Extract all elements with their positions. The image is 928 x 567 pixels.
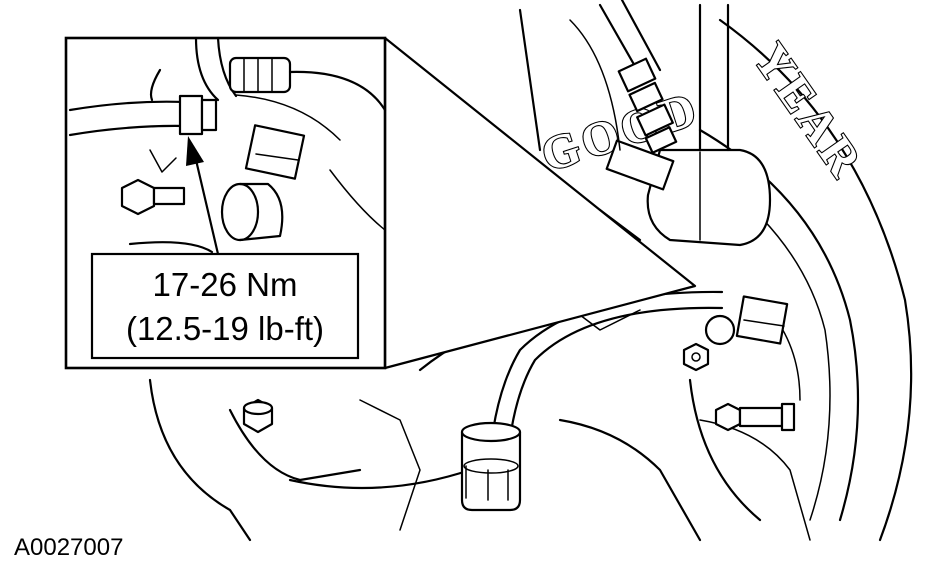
brake-hose-top xyxy=(598,3,642,77)
strut-line-3 xyxy=(518,8,542,152)
torque-pointer-arrow xyxy=(186,136,220,256)
inset-hose xyxy=(68,100,187,112)
figure-id-label: A0027007 xyxy=(14,534,124,561)
catch-jar xyxy=(460,421,522,512)
bleeder-block-main xyxy=(704,295,789,346)
inset-piston xyxy=(220,182,284,242)
rotor-outline-2 xyxy=(228,408,362,482)
inset-bolt xyxy=(120,178,186,216)
caliper-body xyxy=(605,139,772,247)
torque-spec-box: 17-26 Nm (12.5-19 lb-ft) xyxy=(90,252,360,360)
inset-caliper-curve-2 xyxy=(235,94,341,141)
inset-knuckle-line-2 xyxy=(149,149,177,173)
torque-spec-frame xyxy=(90,252,360,360)
torque-value-nm: 17-26 Nm xyxy=(153,266,298,303)
caliper-bolt-upper xyxy=(682,342,710,372)
inset-bleeder-fitting xyxy=(178,94,218,136)
inset-hose-up xyxy=(194,36,220,102)
hose-fitting xyxy=(617,57,678,154)
inset-knuckle-line-3 xyxy=(329,169,386,231)
knuckle-bolt xyxy=(242,398,274,434)
wheel-hub-arc xyxy=(688,378,762,522)
inset-hose-2 xyxy=(68,124,187,137)
torque-value-lbft: (12.5-19 lb-ft) xyxy=(126,310,324,347)
lower-arm-3 xyxy=(699,419,811,541)
caliper-bolt-lower xyxy=(714,402,796,432)
lower-arm-2 xyxy=(558,418,702,542)
inset-guide-block xyxy=(244,124,306,180)
lower-arm xyxy=(288,468,472,490)
inset-knuckle-line xyxy=(128,241,214,254)
detail-inset: 17-26 Nm (12.5-19 lb-ft) xyxy=(64,36,387,370)
inset-caliper-curve xyxy=(288,70,387,112)
inset-hose-loop xyxy=(149,68,162,102)
tire-outer-arc xyxy=(718,18,913,542)
rotor-outline xyxy=(148,378,252,542)
brake-hose-top-2 xyxy=(620,0,662,72)
strut-line-4 xyxy=(569,19,621,151)
rotor-outline-3 xyxy=(359,399,421,531)
inset-hose-crimp xyxy=(228,56,292,94)
